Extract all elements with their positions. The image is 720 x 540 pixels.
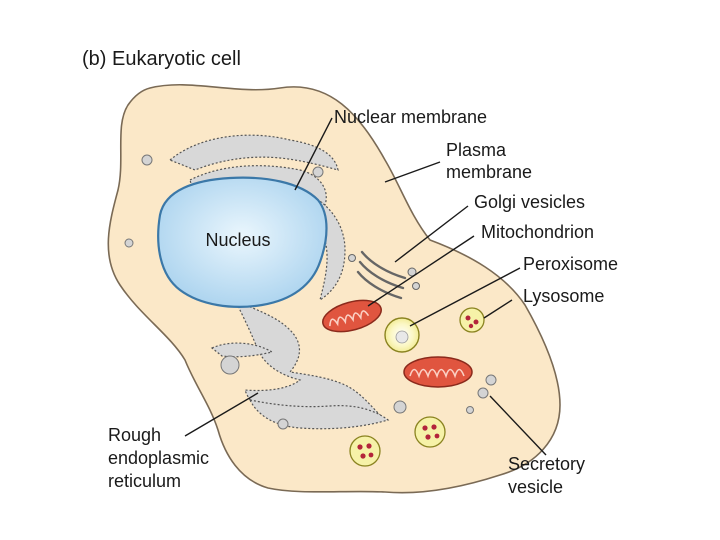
figure-title: (b) Eukaryotic cell bbox=[82, 48, 241, 70]
label-nuclear-membrane: Nuclear membrane bbox=[334, 107, 487, 127]
label-rough-er-line1: Rough bbox=[108, 425, 161, 445]
label-lysosome: Lysosome bbox=[523, 286, 604, 306]
peroxisome-core bbox=[395, 330, 409, 344]
leader-lines bbox=[184, 117, 547, 456]
label-plasma-membrane-line2: membrane bbox=[446, 162, 532, 182]
mitochondrion bbox=[322, 299, 382, 333]
golgi-vesicles bbox=[348, 254, 420, 290]
mitochondrion-2 bbox=[403, 356, 473, 388]
label-secretory-vesicle-line2: vesicle bbox=[508, 477, 563, 497]
label-golgi-vesicles: Golgi vesicles bbox=[474, 192, 585, 212]
lysosome-3 bbox=[349, 435, 381, 467]
label-rough-er-line3: reticulum bbox=[108, 471, 181, 491]
cytoplasmic-vesicles bbox=[124, 154, 497, 430]
label-peroxisome: Peroxisome bbox=[523, 254, 618, 274]
label-mitochondrion: Mitochondrion bbox=[481, 222, 594, 242]
lysosome-2 bbox=[414, 416, 446, 448]
secretory-vesicle bbox=[477, 387, 489, 399]
label-plasma-membrane-line1: Plasma bbox=[446, 140, 507, 160]
nucleus-label: Nucleus bbox=[205, 230, 270, 250]
nucleus bbox=[157, 176, 328, 308]
label-rough-er-line2: endoplasmic bbox=[108, 448, 209, 468]
lysosome bbox=[459, 307, 485, 333]
label-secretory-vesicle-line1: Secretory bbox=[508, 454, 585, 474]
